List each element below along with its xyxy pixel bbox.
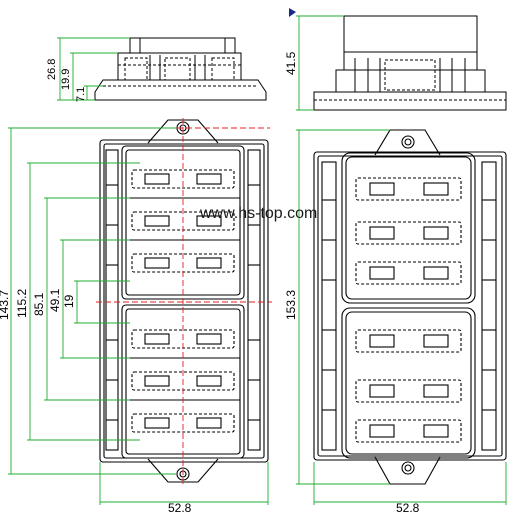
dim-front-width-label: 52.8 bbox=[168, 501, 192, 515]
corner-marker-icon bbox=[289, 8, 296, 17]
dim-49-1-label: 49.1 bbox=[48, 288, 62, 312]
front-dimensions bbox=[8, 127, 269, 505]
top-view-dimensions bbox=[296, 129, 507, 505]
dim-19-label: 19 bbox=[62, 294, 76, 308]
dim-top-width-label: 52.8 bbox=[396, 501, 420, 515]
dim-143-7-label: 143.7 bbox=[0, 290, 11, 320]
dim-26-8-label: 26.8 bbox=[46, 59, 58, 80]
dim-85-1-label: 85.1 bbox=[32, 292, 46, 316]
side-view-left bbox=[94, 37, 267, 101]
top-view bbox=[313, 129, 507, 485]
side-view-right bbox=[313, 15, 507, 111]
watermark-text: www.hs-top.com bbox=[199, 205, 317, 222]
side-view-dimensions bbox=[57, 37, 130, 101]
dim-41-5-label: 41.5 bbox=[284, 51, 298, 75]
dim-153-3-label: 153.3 bbox=[284, 290, 298, 320]
front-view bbox=[99, 119, 269, 483]
dim-7-1-label: 7.1 bbox=[75, 87, 87, 102]
dim-19-9-label: 19.9 bbox=[60, 69, 72, 90]
right-view-dimensions bbox=[296, 15, 344, 111]
dim-115-2-label: 115.2 bbox=[15, 289, 29, 318]
